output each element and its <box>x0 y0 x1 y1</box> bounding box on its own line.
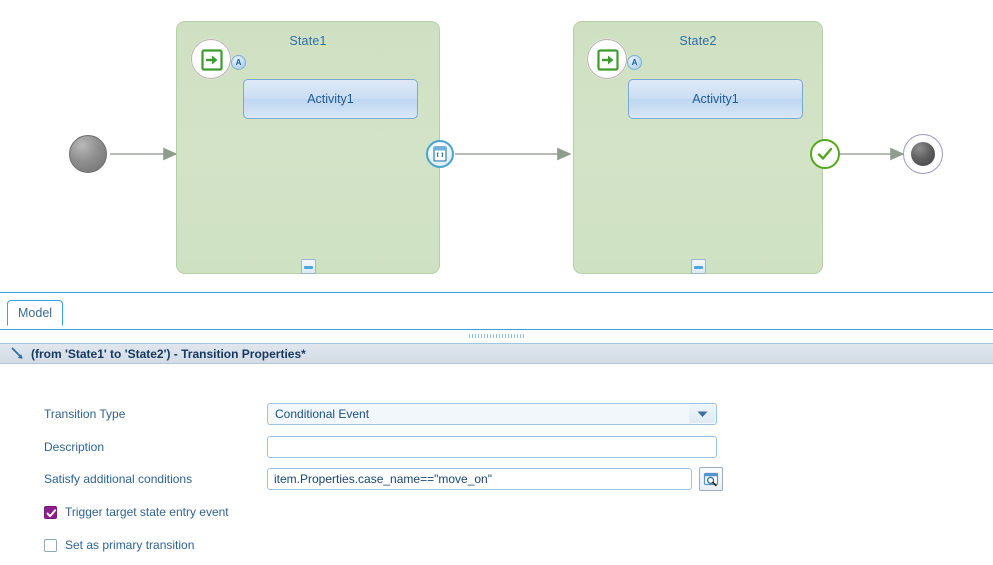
editor-tabstrip: Model <box>0 292 993 330</box>
transition-marker[interactable] <box>426 140 454 168</box>
collapse-button[interactable] <box>691 259 706 274</box>
field-label: Transition Type <box>44 407 126 421</box>
collapse-button[interactable] <box>301 259 316 274</box>
activity-label: Activity1 <box>692 92 739 106</box>
checkbox-label: Trigger target state entry event <box>65 505 229 519</box>
transition-type-select[interactable]: Conditional Event <box>267 403 717 425</box>
chevron-down-icon[interactable] <box>689 405 715 423</box>
field-description: Description <box>44 436 744 458</box>
entry-badge-a: A <box>627 55 642 70</box>
properties-panel-title: (from 'State1' to 'State2') - Transition… <box>31 346 306 361</box>
tab-model[interactable]: Model <box>7 300 64 326</box>
tabstrip-underline <box>0 329 993 330</box>
activity-node[interactable]: Activity1 <box>628 79 803 119</box>
checkbox-checked-icon[interactable] <box>44 505 57 519</box>
checkbox-label: Set as primary transition <box>65 538 195 552</box>
initial-state-node[interactable] <box>69 135 107 173</box>
checkbox-unchecked-icon[interactable] <box>44 538 57 552</box>
state-machine-diagram-canvas[interactable]: State1 A Activity1 <box>0 0 993 292</box>
state-node-state1[interactable]: State1 A Activity1 <box>176 21 440 274</box>
diagram-connectors <box>110 61 905 161</box>
conditions-input[interactable]: item.Properties.case_name=="move_on" <box>267 468 692 490</box>
completion-check-marker[interactable] <box>810 139 840 169</box>
final-state-node[interactable] <box>903 134 943 174</box>
conditions-value: item.Properties.case_name=="move_on" <box>274 472 492 486</box>
field-satisfy-additional-conditions: Satisfy additional conditions item.Prope… <box>44 467 744 491</box>
state-title: State1 <box>289 34 327 48</box>
entry-event-icon[interactable] <box>587 39 627 79</box>
entry-event-icon[interactable] <box>191 39 231 79</box>
expression-picker-icon[interactable] <box>699 467 723 491</box>
state-node-state2[interactable]: State2 A Activity1 <box>573 21 823 274</box>
properties-panel-body: Transition Type Conditional Event Descri… <box>0 364 993 565</box>
transition-arrow-icon <box>10 346 25 361</box>
field-transition-type: Transition Type Conditional Event <box>44 403 744 425</box>
transition-type-value: Conditional Event <box>275 407 370 421</box>
properties-panel-header: (from 'State1' to 'State2') - Transition… <box>0 343 993 364</box>
entry-badge-a: A <box>231 55 246 70</box>
field-label: Satisfy additional conditions <box>44 472 193 486</box>
state-title: State2 <box>679 34 717 48</box>
panel-splitter[interactable] <box>0 330 993 343</box>
checkbox-set-as-primary-transition[interactable]: Set as primary transition <box>44 538 194 552</box>
activity-node[interactable]: Activity1 <box>243 79 418 119</box>
activity-label: Activity1 <box>307 92 354 106</box>
description-input[interactable] <box>267 436 717 458</box>
splitter-grip[interactable] <box>468 334 525 338</box>
checkbox-trigger-target-state-entry-event[interactable]: Trigger target state entry event <box>44 505 229 519</box>
field-label: Description <box>44 440 105 454</box>
